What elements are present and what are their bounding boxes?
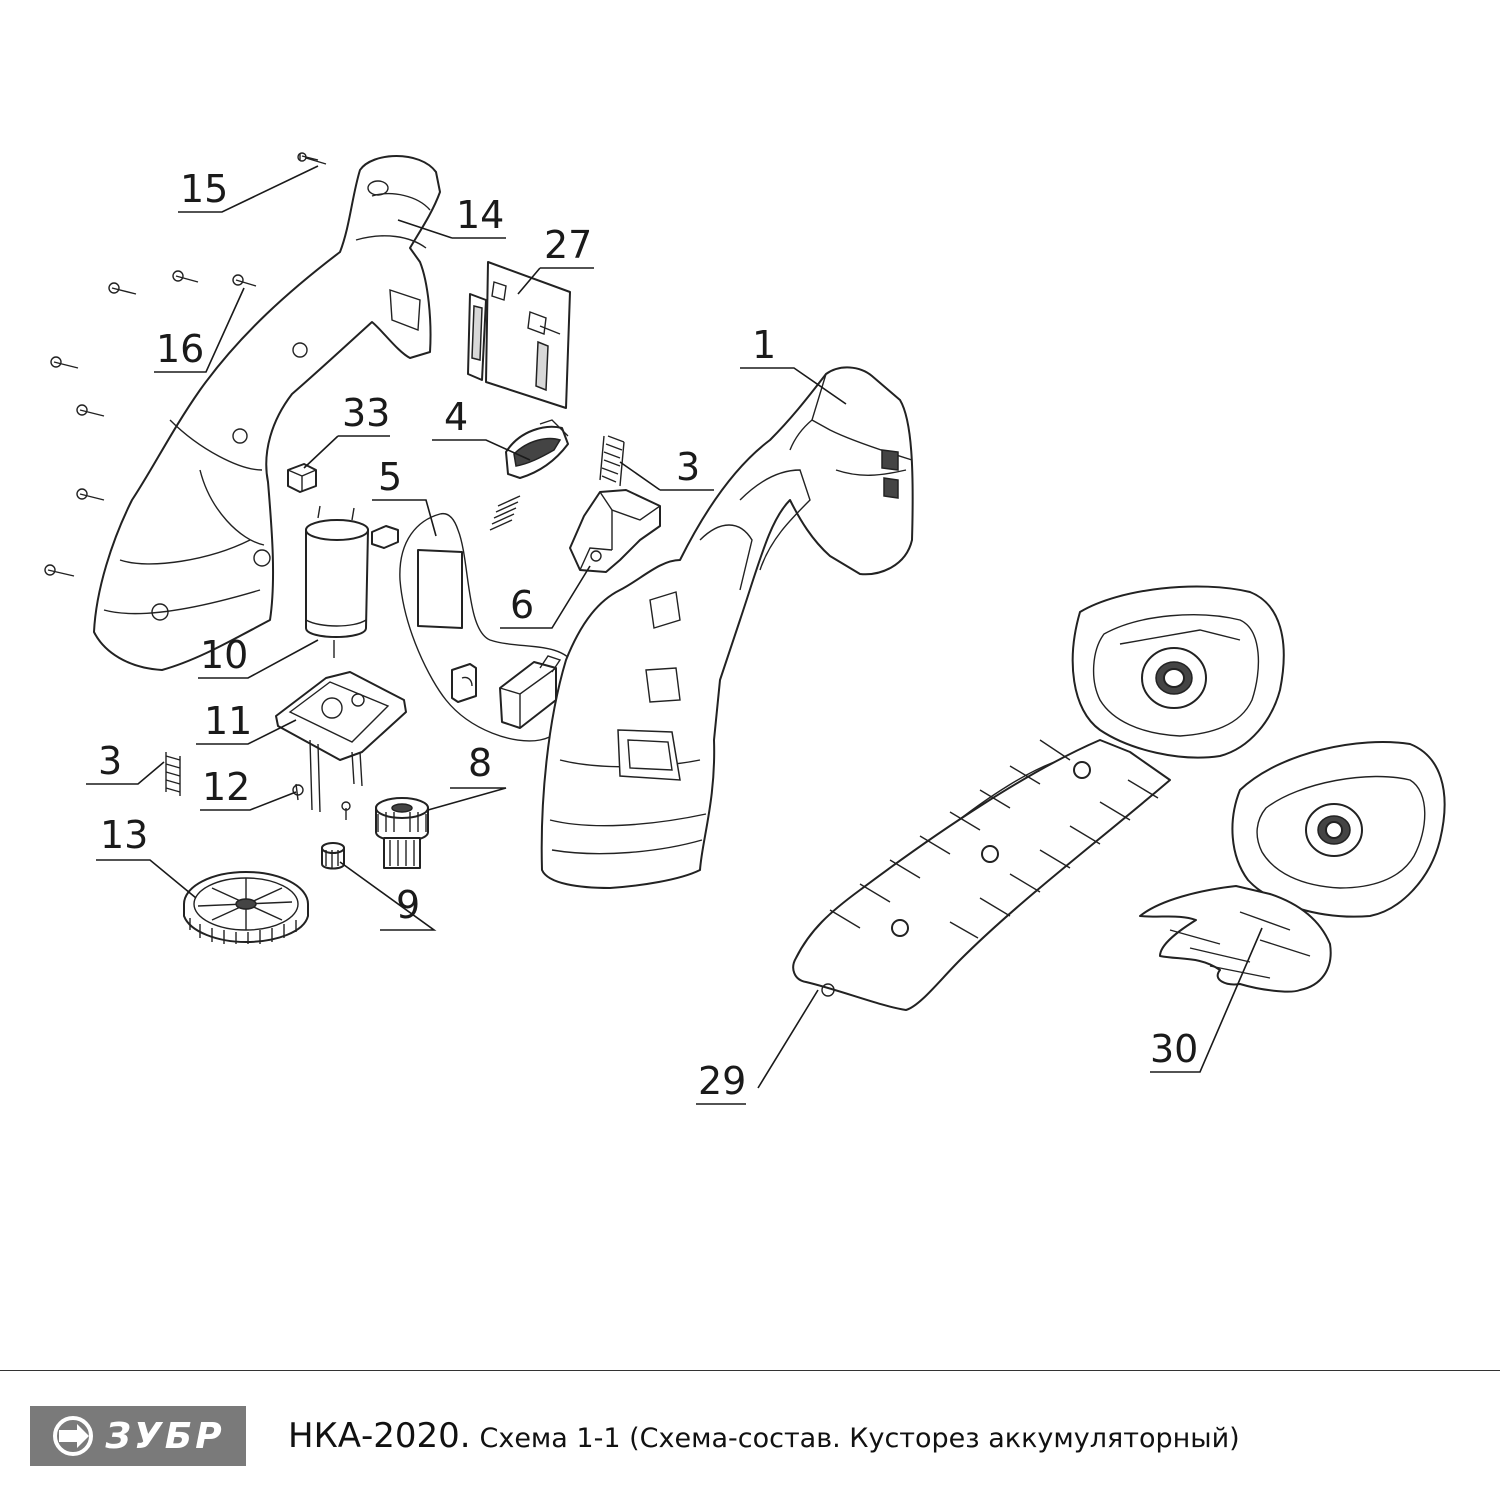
schema-description: Схема 1-1 (Схема-состав. Кусторез аккуму… [479, 1423, 1240, 1454]
springs-part [165, 435, 625, 796]
short-blade-part [1139, 741, 1446, 993]
part-label-11: 11 [204, 699, 252, 743]
switch-assembly-part [399, 512, 582, 742]
part-label-29: 29 [698, 1059, 746, 1103]
part-label-15: 15 [180, 167, 228, 211]
part-label-3-lower: 3 [98, 739, 122, 783]
trigger-part [505, 419, 569, 479]
brand-name: ЗУБР [105, 1415, 225, 1457]
part-label-1: 1 [752, 323, 776, 367]
brand-arrow-icon [53, 1416, 94, 1456]
small-screws-part [292, 783, 351, 820]
model-number: НКА-2020. [288, 1416, 471, 1456]
housing-half-part [93, 155, 441, 671]
part-label-8: 8 [468, 741, 492, 785]
motor-part [305, 505, 369, 658]
part-label-6: 6 [510, 583, 534, 627]
pinion-part [321, 842, 345, 870]
footer-divider [0, 1370, 1500, 1371]
part-label-10: 10 [200, 633, 248, 677]
part-label-5: 5 [378, 455, 402, 499]
screws-part [44, 152, 327, 577]
part-label-3-upper: 3 [676, 445, 700, 489]
part-label-27: 27 [544, 223, 592, 267]
part-label-13: 13 [100, 813, 148, 857]
leader-lines [86, 165, 1263, 1105]
large-gear-part [183, 871, 309, 944]
contact-terminal-part [287, 463, 399, 549]
gear-part [375, 797, 429, 869]
long-blade-part [792, 585, 1285, 1011]
main-body-part [540, 366, 914, 889]
part-label-30: 30 [1150, 1027, 1198, 1071]
part-label-33: 33 [342, 391, 390, 435]
part-label-16: 16 [156, 327, 204, 371]
gearbox-cover-part [275, 671, 407, 813]
part-label-12: 12 [202, 765, 250, 809]
diagram-caption: НКА-2020. Схема 1-1 (Схема-состав. Кусто… [288, 1416, 1240, 1456]
circuit-board-part [467, 261, 571, 409]
part-label-4: 4 [444, 395, 468, 439]
brand-logo: ЗУБР [30, 1406, 246, 1466]
part-label-14: 14 [456, 193, 504, 237]
exploded-parts-diagram: 15 14 27 16 1 33 4 3 5 6 10 11 3 12 8 13… [44, 152, 1446, 1105]
switch-holder-part [569, 489, 661, 573]
part-number-labels: 15 14 27 16 1 33 4 3 5 6 10 11 3 12 8 13… [98, 167, 1198, 1103]
part-label-9: 9 [396, 883, 420, 927]
